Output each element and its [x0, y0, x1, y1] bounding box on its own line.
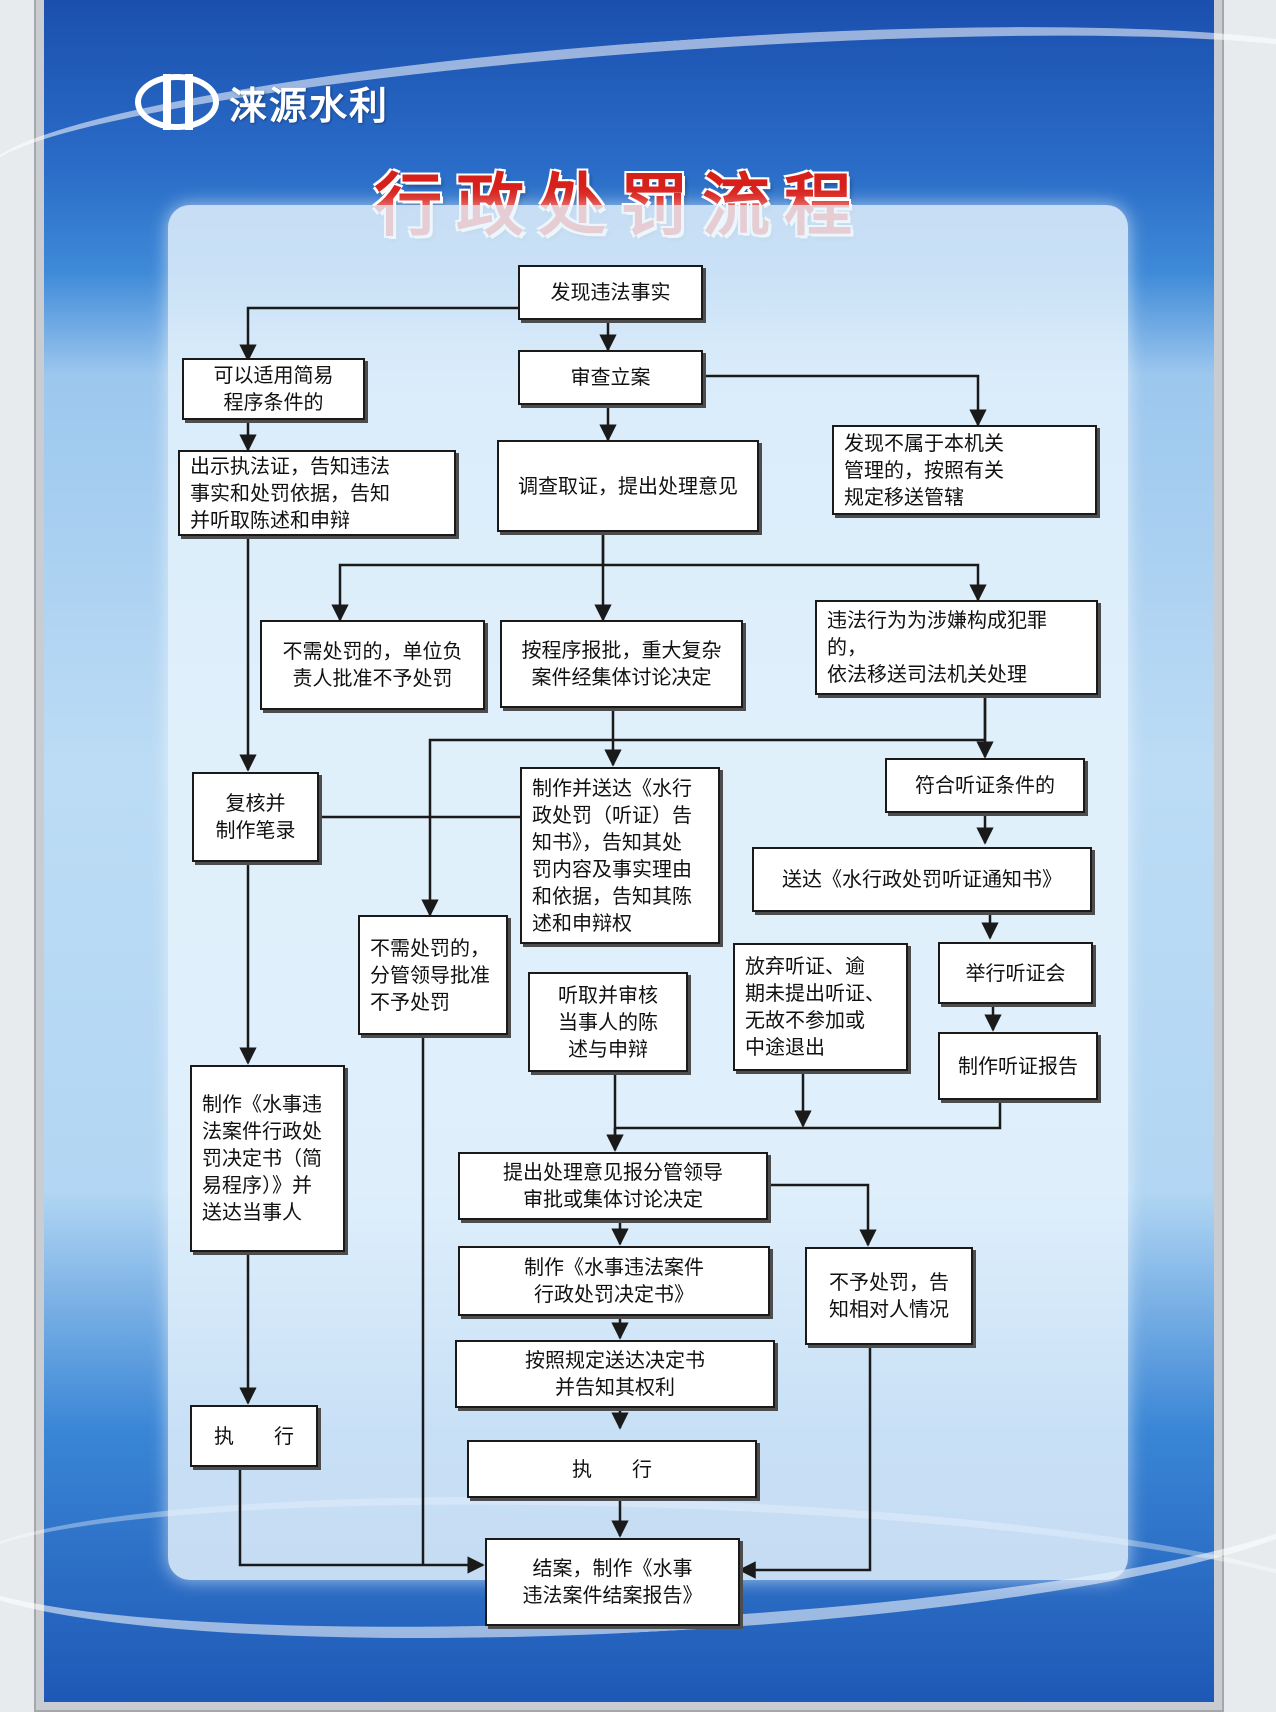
flow-node-review-filing: 审查立案 — [518, 350, 703, 405]
flow-node-waive-hearing: 放弃听证、逾 期未提出听证、 无故不参加或 中途退出 — [733, 943, 908, 1071]
flow-node-deliver-notice: 制作并送达《水行 政处罚（听证）告 知书》，告知其处 罚内容及事实理由 和依据，… — [520, 767, 720, 944]
flow-node-no-penalty-leader: 不需处罚的， 分管领导批准 不予处罚 — [358, 915, 508, 1035]
flow-node-simple-decision: 制作《水事违 法案件行政处 罚决定书（简 易程序）》并 送达当事人 — [190, 1065, 345, 1252]
flow-node-deliver-decision: 按照规定送达决定书 并告知其权利 — [455, 1340, 775, 1408]
flow-node-transfer-jurisdiction: 发现不属于本机关 管理的，按照有关 规定移送管辖 — [832, 425, 1097, 515]
flow-node-decision-document: 制作《水事违法案件 行政处罚决定书》 — [458, 1246, 770, 1316]
flow-node-execute: 执 行 — [467, 1440, 757, 1498]
flow-node-report-approval: 按程序报批，重大复杂 案件经集体讨论决定 — [500, 620, 743, 708]
flow-node-submit-opinion: 提出处理意见报分管领导 审批或集体讨论决定 — [458, 1152, 768, 1220]
flow-node-discover-violation: 发现违法事实 — [518, 265, 703, 320]
flow-node-simple-procedure: 可以适用简易 程序条件的 — [182, 358, 365, 420]
flow-node-review-record: 复核并 制作笔录 — [192, 772, 319, 862]
water-bureau-logo-icon — [135, 74, 219, 130]
flow-node-execute-simple: 执 行 — [190, 1405, 318, 1467]
flow-node-hearing-eligible: 符合听证条件的 — [885, 758, 1085, 813]
flow-node-hold-hearing: 举行听证会 — [938, 942, 1093, 1004]
flow-node-no-penalty-notify: 不予处罚，告 知相对人情况 — [805, 1247, 973, 1345]
logo-text: 涞源水利 — [229, 82, 390, 128]
flow-node-hearing-report: 制作听证报告 — [938, 1032, 1098, 1100]
flow-node-show-certificate: 出示执法证，告知违法 事实和处罚依据，告知 并听取陈述和申辩 — [178, 450, 456, 536]
flow-node-investigate: 调查取证，提出处理意见 — [497, 440, 759, 532]
logo: 涞源水利 — [135, 72, 389, 132]
flow-node-criminal-transfer: 违法行为为涉嫌构成犯罪的， 依法移送司法机关处理 — [815, 600, 1098, 695]
flow-node-close-case: 结案，制作《水事 违法案件结案报告》 — [485, 1538, 740, 1626]
flow-node-hearing-notice: 送达《水行政处罚听证通知书》 — [752, 847, 1092, 912]
flow-node-hear-statements: 听取并审核 当事人的陈 述与申辩 — [528, 972, 688, 1072]
flow-node-no-penalty-unit-head: 不需处罚的，单位负 责人批准不予处罚 — [260, 620, 485, 710]
